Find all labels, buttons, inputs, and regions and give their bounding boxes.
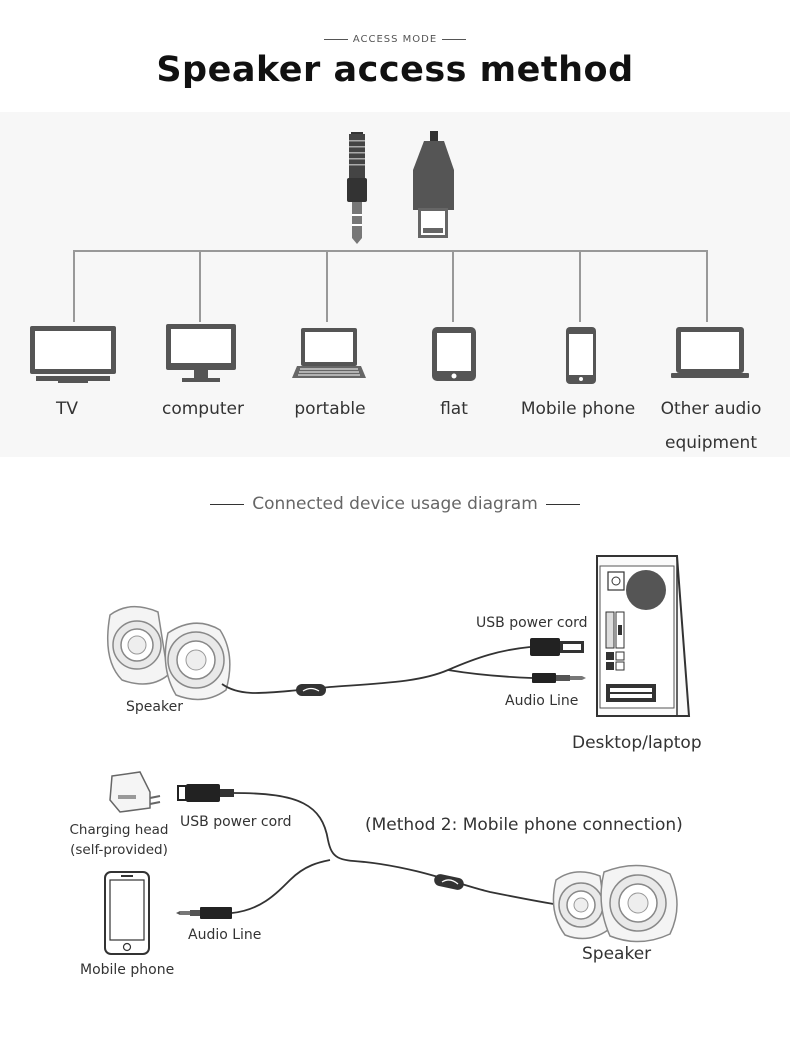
usb-power-cord-label: USB power cord	[476, 615, 588, 631]
aux-plug-icon	[176, 907, 232, 919]
device-label-other-audio: Other audio equipment	[660, 399, 762, 453]
tv-icon	[30, 326, 116, 383]
laptop-icon	[292, 328, 366, 378]
charging-head-label: Charging head (self-provided)	[69, 822, 169, 858]
usb-plug-icon	[413, 131, 454, 238]
eyebrow: ACCESS MODE	[0, 34, 790, 45]
cable-method2	[231, 792, 561, 914]
audio-line-label: Audio Line	[188, 927, 262, 943]
charger-icon	[109, 771, 161, 813]
eyebrow-text: ACCESS MODE	[352, 34, 438, 45]
desktop-tower-icon	[596, 555, 691, 717]
audio-line-label: Audio Line	[505, 693, 579, 709]
monitor-icon	[166, 324, 236, 382]
inline-control	[296, 684, 326, 696]
usb-power-cord-label: USB power cord	[180, 814, 292, 830]
device-label-tv: TV	[55, 399, 78, 419]
inline-control	[434, 874, 464, 890]
divider	[545, 503, 580, 505]
mobile-phone-label: Mobile phone	[80, 962, 175, 978]
desktop-laptop-label: Desktop/laptop	[572, 733, 702, 753]
device-label-portable: portable	[294, 399, 366, 419]
divider	[210, 503, 245, 505]
speaker-image	[552, 864, 678, 943]
speaker-label: Speaker	[126, 699, 183, 715]
aux-plug-icon	[532, 673, 586, 683]
method2-title: (Method 2: Mobile phone connection)	[365, 815, 683, 835]
divider	[442, 38, 467, 40]
page-title: Speaker access method	[156, 50, 634, 90]
section-title: Connected device usage diagram	[0, 494, 790, 514]
usb-plug-icon	[177, 784, 234, 802]
divider	[323, 38, 348, 40]
laptop-icon	[671, 327, 749, 378]
speaker-image	[107, 606, 231, 701]
phone-icon	[566, 327, 596, 384]
device-label-computer: computer	[162, 399, 244, 419]
aux-plug-icon	[347, 132, 367, 244]
tree-connector	[73, 250, 708, 322]
top-panel	[0, 112, 790, 457]
tablet-icon	[432, 327, 476, 381]
usb-plug-icon	[530, 638, 584, 656]
section-title-text: Connected device usage diagram	[252, 494, 538, 514]
phone-icon	[104, 871, 150, 955]
device-label-mobile-phone: Mobile phone	[520, 399, 636, 419]
speaker-label: Speaker	[582, 944, 652, 964]
device-label-flat: flat	[440, 399, 468, 419]
cable-method1	[221, 646, 533, 694]
